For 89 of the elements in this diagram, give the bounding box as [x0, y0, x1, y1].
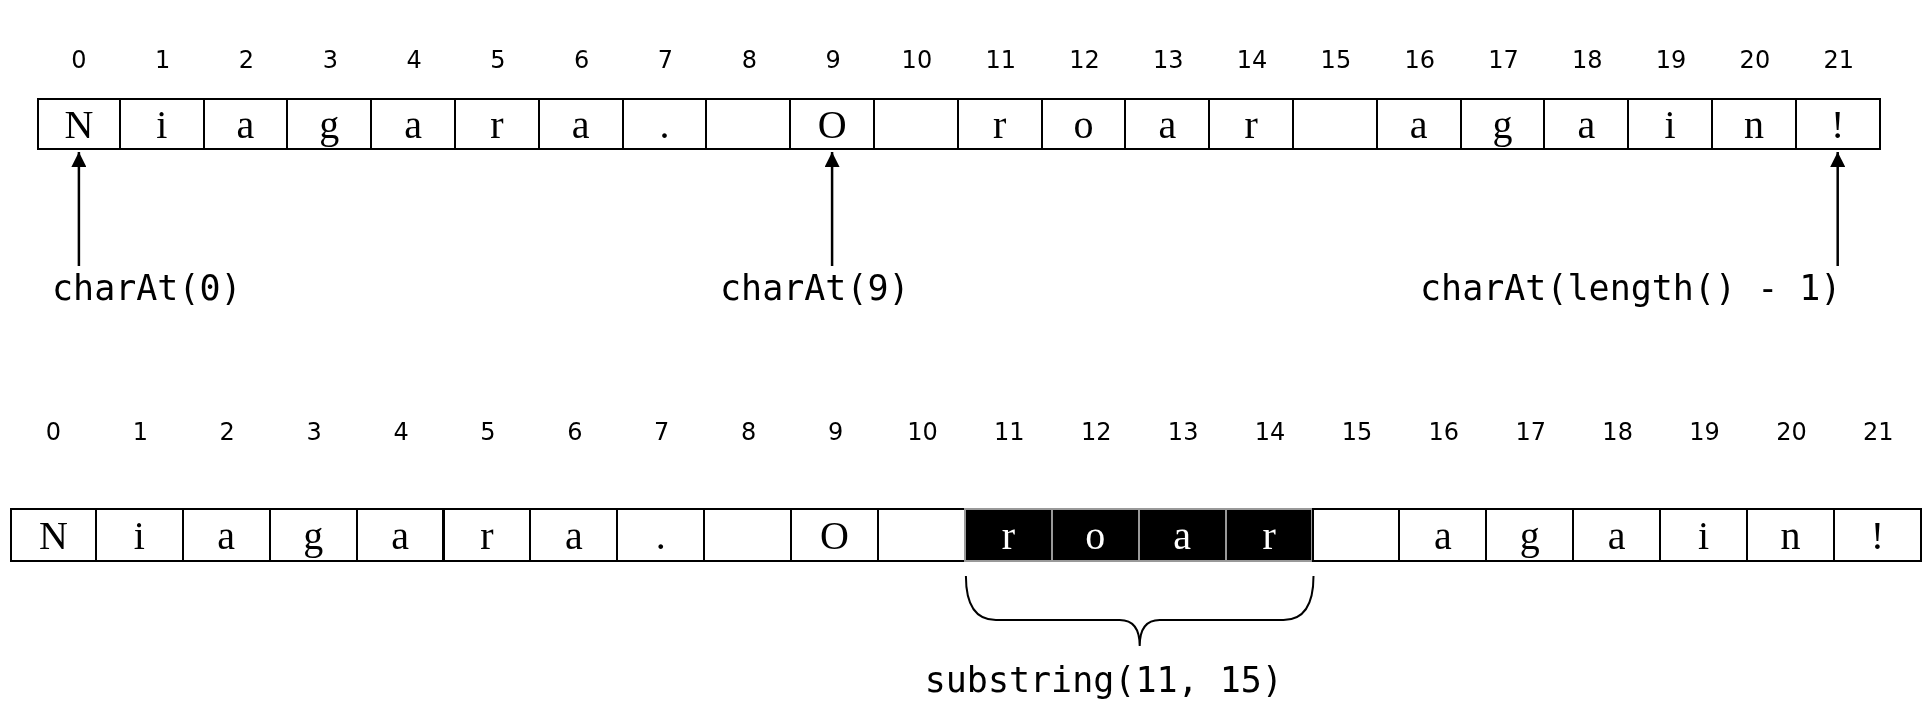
character-cell: a: [1124, 98, 1211, 150]
character-cell: r: [1224, 508, 1314, 562]
index-number: 2: [219, 418, 235, 446]
index-number: 3: [306, 418, 322, 446]
index-number: 4: [393, 418, 409, 446]
character-cell: r: [1208, 98, 1294, 150]
method-call-label: charAt(length() - 1): [1420, 268, 1842, 308]
character-cell: i: [1627, 98, 1713, 150]
index-number: 10: [907, 418, 938, 446]
index-number: 5: [490, 46, 506, 74]
character-cell: r: [454, 98, 540, 150]
index-number: 10: [901, 46, 933, 74]
character-cell: a: [370, 98, 456, 150]
character-cell: a: [1572, 508, 1662, 562]
character-cell: g: [286, 98, 373, 150]
character-cell: a: [355, 508, 445, 562]
index-number: 9: [825, 46, 841, 74]
index-number: 19: [1655, 46, 1687, 74]
index-number: 12: [1069, 46, 1100, 74]
index-number: 0: [45, 418, 62, 446]
index-number: 1: [155, 46, 171, 74]
character-cell: i: [94, 508, 184, 562]
character-cell: a: [1543, 98, 1630, 150]
index-number: 7: [657, 46, 674, 74]
character-cell: o: [1050, 508, 1140, 562]
index-number: 2: [238, 46, 255, 74]
index-number: 5: [480, 418, 496, 446]
character-cell: a: [202, 98, 289, 150]
character-cell: i: [118, 98, 205, 150]
arrow: [1830, 152, 1846, 266]
index-number: 21: [1823, 46, 1854, 74]
character-cell: r: [956, 98, 1043, 150]
index-number: 11: [994, 418, 1025, 446]
index-number: 17: [1515, 418, 1546, 446]
index-number: 20: [1776, 418, 1807, 446]
index-number: 14: [1254, 418, 1286, 446]
character-cell: a: [1398, 508, 1488, 562]
character-cell: g: [1459, 98, 1546, 150]
index-number: 16: [1428, 418, 1460, 446]
index-number: 12: [1081, 418, 1112, 446]
character-cell: a: [1137, 508, 1227, 562]
index-number: 19: [1689, 418, 1720, 446]
index-number: 6: [567, 418, 583, 446]
index-number: 11: [985, 46, 1016, 74]
index-number: 16: [1404, 46, 1435, 74]
character-cell: N: [37, 98, 121, 150]
index-number: 3: [322, 46, 338, 74]
character-cell: O: [789, 98, 875, 150]
character-cell: a: [1375, 98, 1462, 150]
index-number: 4: [406, 46, 422, 74]
index-number: 8: [741, 46, 757, 74]
character-cell: a: [537, 98, 624, 150]
character-cell: N: [10, 508, 97, 562]
character-cell: o: [1040, 98, 1127, 150]
index-number: 17: [1488, 46, 1519, 74]
method-call-label: substring(11, 15): [924, 660, 1283, 700]
index-number: 15: [1320, 46, 1352, 74]
character-cell: n: [1746, 508, 1835, 562]
character-cell: a: [529, 508, 619, 562]
character-cell: g: [268, 508, 358, 562]
index-number: 7: [654, 418, 670, 446]
index-number: 18: [1572, 46, 1603, 74]
index-number: 8: [741, 418, 757, 446]
index-number: 6: [574, 46, 590, 74]
character-cell: r: [963, 508, 1053, 562]
character-cell: g: [1485, 508, 1575, 562]
character-cell: !: [1794, 98, 1881, 150]
character-cell: .: [616, 508, 706, 562]
character-cell: O: [790, 508, 879, 562]
index-number: 9: [827, 418, 844, 446]
arrow: [71, 152, 87, 266]
index-number: 21: [1863, 418, 1894, 446]
character-cell: a: [181, 508, 271, 562]
index-number: 1: [132, 418, 148, 446]
character-cell: n: [1711, 98, 1797, 150]
index-number: 14: [1236, 46, 1268, 74]
index-number: 20: [1739, 46, 1771, 74]
method-call-label: charAt(9): [720, 268, 910, 308]
index-number: 13: [1153, 46, 1184, 74]
character-cell: i: [1659, 508, 1748, 562]
arrow: [824, 152, 840, 266]
index-number: 18: [1602, 418, 1633, 446]
index-number: 0: [71, 46, 87, 74]
character-cell: r: [442, 508, 532, 562]
method-call-label: charAt(0): [52, 268, 242, 308]
index-number: 13: [1167, 418, 1199, 446]
index-number: 15: [1341, 418, 1373, 446]
character-cell: .: [621, 98, 708, 150]
character-cell: !: [1832, 508, 1922, 562]
